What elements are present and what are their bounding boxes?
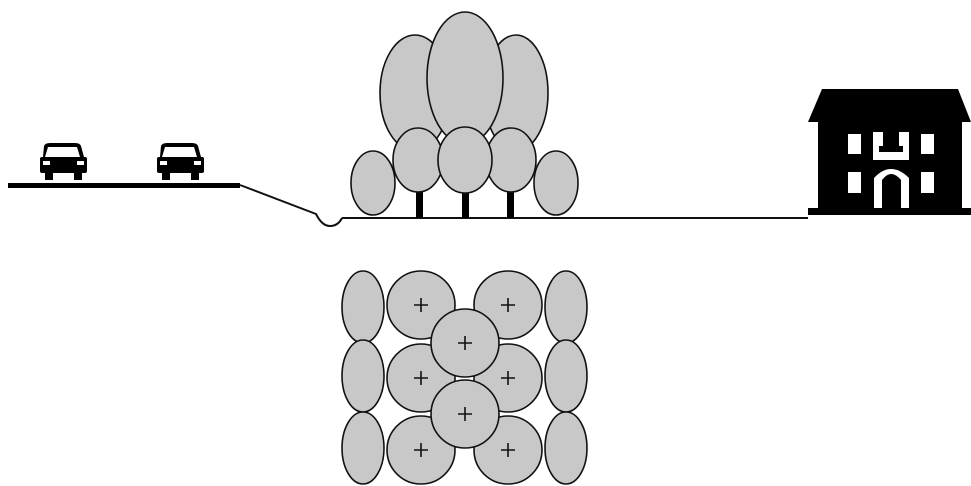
plus-marker <box>501 371 515 385</box>
planting-crown <box>544 411 588 485</box>
plus-marker <box>414 371 428 385</box>
car-icon <box>157 143 204 180</box>
shrub-crown <box>533 150 579 216</box>
car-icon <box>40 143 87 180</box>
tree-belt <box>350 11 579 218</box>
tree-trunk <box>462 186 469 218</box>
road <box>8 183 240 188</box>
tree-trunk <box>416 186 423 218</box>
house-icon <box>808 89 971 215</box>
plus-marker <box>414 443 428 457</box>
planting-crown <box>544 339 588 413</box>
planting-crown <box>341 339 385 413</box>
tree-crown <box>392 127 444 193</box>
plan-view <box>341 270 588 485</box>
plus-marker <box>501 443 515 457</box>
tree-crown <box>437 126 493 194</box>
plus-markers <box>414 298 515 457</box>
planting-crown <box>341 411 385 485</box>
plus-marker <box>458 407 472 421</box>
tree-crown <box>426 11 504 145</box>
road-surface <box>8 183 240 188</box>
section-view <box>8 11 971 228</box>
tree-trunk <box>507 186 514 218</box>
plus-marker <box>501 298 515 312</box>
tree-crown <box>485 127 537 193</box>
planting-crown <box>544 270 588 344</box>
plus-marker <box>458 336 472 350</box>
plus-marker <box>414 298 428 312</box>
shrub-crown <box>350 150 396 216</box>
planting-crown <box>341 270 385 344</box>
drainage-ditch <box>239 184 343 228</box>
